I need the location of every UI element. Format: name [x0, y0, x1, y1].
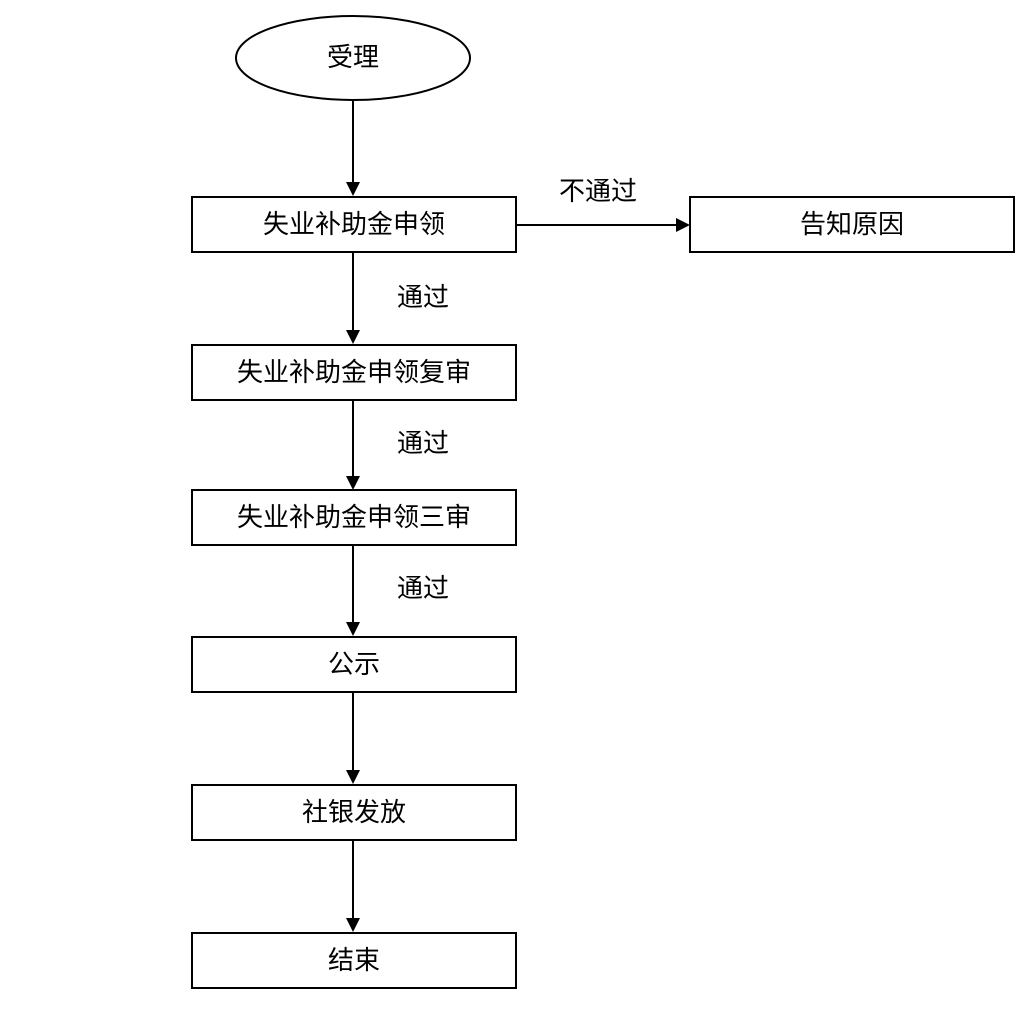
arrowhead-icon	[346, 476, 360, 490]
node-reason: 告知原因	[689, 196, 1015, 253]
node-accept: 受理	[235, 15, 471, 101]
edge-label-pass: 通过	[397, 283, 449, 313]
node-label: 告知原因	[800, 210, 904, 240]
arrowhead-icon	[346, 770, 360, 784]
edge-label-fail: 不通过	[559, 177, 637, 207]
edge-apply-to-review: 通过	[346, 253, 449, 344]
edge-review-to-third: 通过	[346, 400, 449, 490]
node-label: 受理	[327, 43, 379, 73]
node-label: 结束	[328, 946, 380, 976]
edge-accept-to-apply	[346, 100, 360, 196]
node-label: 失业补助金申领三审	[237, 503, 471, 533]
arrowhead-icon	[346, 622, 360, 636]
node-payment: 社银发放	[191, 784, 517, 841]
node-label: 失业补助金申领	[263, 210, 445, 240]
node-label: 社银发放	[302, 798, 406, 828]
arrowhead-icon	[346, 182, 360, 196]
node-third-review: 失业补助金申领三审	[191, 489, 517, 546]
edge-label-pass: 通过	[397, 574, 449, 604]
arrowhead-icon	[676, 218, 690, 232]
arrowhead-icon	[346, 918, 360, 932]
node-apply: 失业补助金申领	[191, 196, 517, 253]
node-label: 失业补助金申领复审	[237, 358, 471, 388]
node-label: 公示	[328, 650, 380, 680]
edge-payment-to-end	[346, 840, 360, 932]
node-end: 结束	[191, 932, 517, 989]
edge-third-to-publicity: 通过	[346, 545, 449, 636]
edge-label-pass: 通过	[397, 429, 449, 459]
edge-apply-to-reason: 不通过	[516, 177, 690, 232]
edge-publicity-to-payment	[346, 692, 360, 784]
node-publicity: 公示	[191, 636, 517, 693]
arrowhead-icon	[346, 330, 360, 344]
node-review: 失业补助金申领复审	[191, 344, 517, 401]
